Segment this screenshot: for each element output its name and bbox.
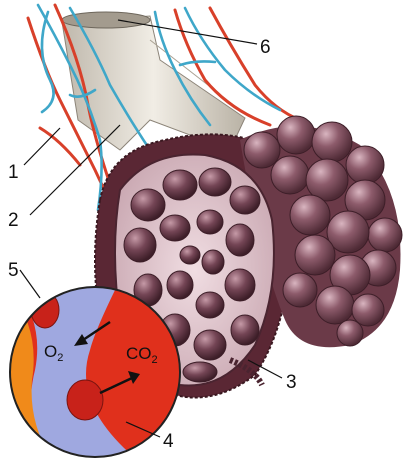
label-4: 4: [163, 431, 174, 452]
red-blood-cell-lower: [67, 380, 103, 420]
bronchiole: [62, 12, 245, 150]
label-3: 3: [286, 372, 297, 393]
label-5: 5: [8, 260, 19, 281]
label-2: 2: [8, 210, 19, 231]
label-6: 6: [260, 37, 271, 58]
label-1: 1: [8, 162, 19, 183]
